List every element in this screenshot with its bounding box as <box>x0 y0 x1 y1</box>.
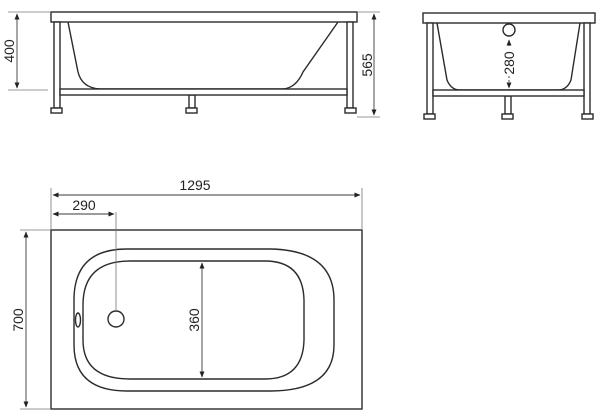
side-rim <box>50 11 358 23</box>
dim-total-width-label: 700 <box>10 308 26 332</box>
side-view: 400 565 <box>1 11 380 118</box>
end-leg-middle <box>504 95 512 115</box>
side-foot-right <box>344 107 357 114</box>
side-foot-left <box>50 107 63 114</box>
dim-total-height-label: 565 <box>359 53 375 77</box>
side-crossbar <box>59 88 348 96</box>
top-drain <box>107 310 125 328</box>
end-foot-left <box>423 113 436 120</box>
top-overflow-slot <box>74 312 82 328</box>
side-foot-middle <box>185 107 198 114</box>
top-view: 1295 290 700 360 <box>10 177 363 410</box>
end-view: 280 <box>422 12 596 120</box>
end-foot-right <box>581 113 594 120</box>
dim-inner-width-label: 360 <box>186 308 202 332</box>
end-foot-middle <box>501 113 514 120</box>
dim-drain-offset-label: 290 <box>72 197 96 213</box>
end-crossbar <box>432 89 585 97</box>
top-basin-outer <box>73 248 335 392</box>
side-leg-left <box>53 21 61 109</box>
dim-total-length-label: 1295 <box>179 177 210 193</box>
end-overflow-hole <box>502 23 516 37</box>
top-outer-rim <box>50 229 363 410</box>
dim-depth-inner-label: 400 <box>1 39 17 63</box>
end-leg-left <box>426 22 434 115</box>
end-rim <box>422 12 596 24</box>
side-leg-right <box>346 21 354 109</box>
side-tub-body <box>67 21 339 90</box>
side-leg-middle <box>188 94 196 109</box>
dim-drain-height-label: 280 <box>501 51 517 75</box>
end-leg-right <box>583 22 591 115</box>
top-basin-inner <box>82 260 305 380</box>
